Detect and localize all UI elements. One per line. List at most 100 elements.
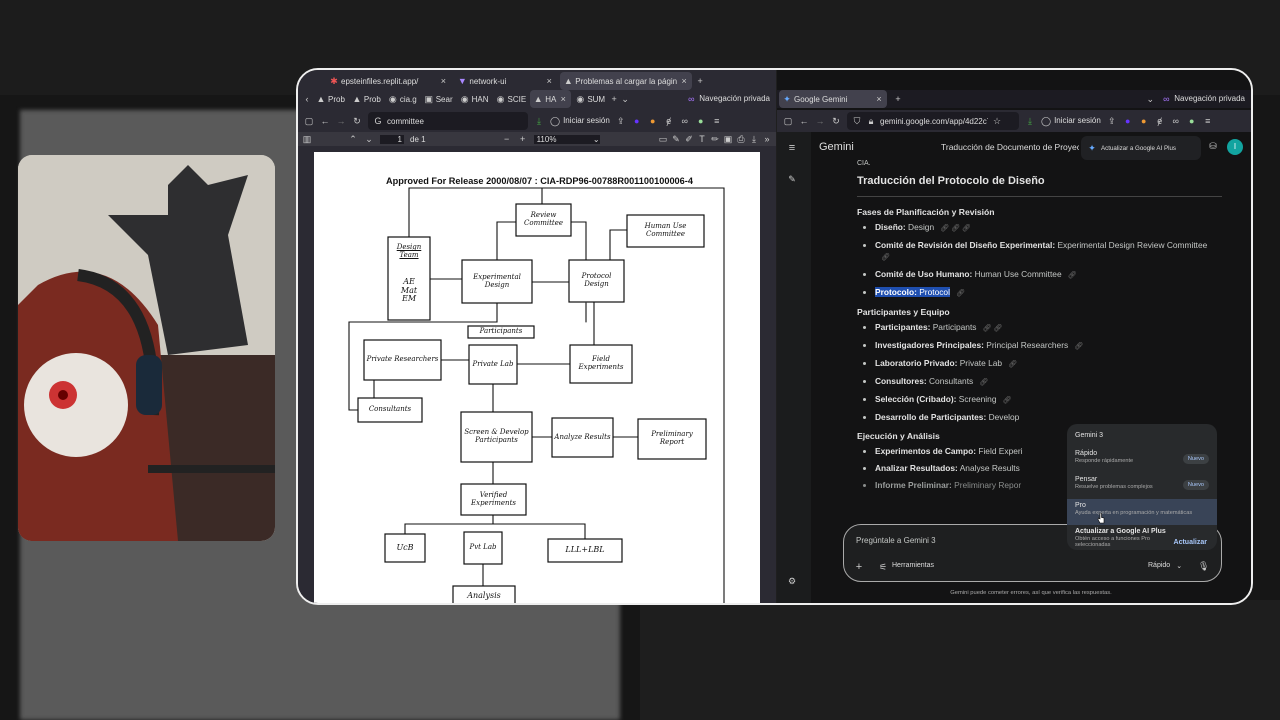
new-tab-icon[interactable]: +	[895, 94, 901, 104]
image-icon[interactable]: ▣	[723, 133, 733, 144]
extension-icon[interactable]: ●	[1125, 116, 1131, 126]
back-icon[interactable]: ←	[799, 116, 809, 126]
avatar[interactable]: I	[1227, 139, 1243, 155]
box-lll-lbl: LLL+LBL	[565, 545, 605, 555]
microphone-icon[interactable]: 🎙︎	[1198, 561, 1210, 571]
reload-icon[interactable]: ↻	[353, 115, 361, 126]
prompt-input[interactable]: Pregúntale a Gemini 3	[856, 536, 936, 545]
sidebar-toggle-icon[interactable]: ▥	[302, 133, 312, 144]
download-icon[interactable]: ⤓	[537, 115, 541, 126]
forward-icon[interactable]: →	[336, 116, 346, 126]
link-icon[interactable]: 🔗︎	[1074, 343, 1084, 350]
extension-icon[interactable]: ɇ	[1157, 116, 1163, 126]
extension-icon[interactable]: ∞	[681, 116, 688, 126]
draw-icon[interactable]: ✏	[711, 133, 719, 144]
extension-icon[interactable]: ●	[1141, 116, 1147, 126]
tab-sub[interactable]: ◉cia.g	[388, 93, 417, 104]
link-icon[interactable]: 🔗︎	[955, 290, 965, 297]
more-tools-icon[interactable]: »	[764, 133, 770, 144]
tab-network[interactable]: ▼network-ui×	[454, 72, 557, 90]
tab-sub[interactable]: ◉SUM	[576, 93, 606, 104]
menu-title: Gemini 3	[1075, 432, 1104, 439]
save-icon[interactable]: ⤓	[752, 133, 756, 144]
comment-icon[interactable]: ▭	[658, 133, 668, 144]
chevron-down-icon[interactable]: ⌄	[621, 93, 629, 104]
add-icon[interactable]: +	[855, 561, 863, 573]
extension-icon[interactable]: ●	[1189, 116, 1195, 126]
gemini-logo[interactable]: Gemini	[819, 141, 854, 153]
zoom-in-icon[interactable]: +	[519, 134, 526, 144]
sidebar-icon[interactable]: ▢	[783, 115, 793, 126]
mode-selector[interactable]: Rápido⌄	[1148, 562, 1183, 570]
page-number-input[interactable]: 1	[380, 134, 404, 144]
link-icon[interactable]: 🔗︎	[979, 379, 989, 386]
chevron-down-icon[interactable]: ⌄	[1146, 93, 1155, 104]
link-icon[interactable]: 🔗︎	[1002, 397, 1012, 404]
warning-icon: ▲	[563, 76, 573, 86]
upgrade-button[interactable]: ✦Actualizar a Google AI Plus	[1081, 136, 1201, 160]
new-chat-icon[interactable]: ✎	[788, 174, 796, 184]
extension-icon[interactable]: ●	[634, 116, 640, 126]
tools-button[interactable]: ⚟Herramientas	[878, 562, 935, 572]
tab-google-gemini[interactable]: ✦Google Gemini×	[779, 90, 887, 108]
close-icon[interactable]: ×	[681, 76, 687, 86]
list-item: Comité de Uso Humano: Human Use Committe…	[875, 269, 1222, 281]
extension-icon[interactable]: ∞	[1172, 116, 1179, 126]
share-icon[interactable]: ⇪	[616, 115, 625, 126]
share-icon[interactable]: ⇪	[1107, 115, 1116, 126]
new-tab-icon[interactable]: +	[611, 94, 617, 104]
download-icon[interactable]: ⤓	[1028, 115, 1032, 126]
incognito-icon[interactable]: ⛁	[1209, 141, 1217, 151]
upgrade-action[interactable]: Actualizar	[1173, 539, 1207, 546]
highlight-icon[interactable]: ✐	[685, 133, 693, 144]
link-icon[interactable]: 🔗︎	[1008, 361, 1017, 368]
close-icon[interactable]: ×	[546, 76, 552, 86]
edit-icon[interactable]: ✎	[672, 133, 680, 144]
link-icon[interactable]: 🔗︎ 🔗︎	[982, 325, 1003, 332]
new-tab-icon[interactable]: +	[697, 76, 703, 86]
print-icon[interactable]: ⎙	[737, 133, 745, 144]
forward-icon[interactable]: →	[815, 116, 825, 126]
box-verified-experiments: Verified Experiments	[471, 490, 516, 507]
extension-icon[interactable]: ●	[650, 116, 656, 126]
settings-icon[interactable]: ⚙	[787, 576, 797, 586]
extension-icon[interactable]: ●	[698, 116, 704, 126]
close-icon[interactable]: ×	[876, 94, 882, 104]
back-icon[interactable]: ←	[320, 116, 330, 126]
hamburger-icon[interactable]: ≡	[788, 142, 796, 154]
scroll-left-icon[interactable]: ‹	[305, 94, 309, 104]
link-icon[interactable]: 🔗︎	[1067, 272, 1077, 279]
next-page-icon[interactable]: ⌄	[365, 133, 373, 144]
signin-button[interactable]: ◯Iniciar sesión	[550, 115, 610, 126]
menu-icon[interactable]: ≡	[1205, 116, 1211, 126]
menu-icon[interactable]: ≡	[714, 116, 720, 126]
link-icon[interactable]: 🔗︎ 🔗︎ 🔗︎	[940, 225, 971, 232]
text-icon[interactable]: T	[699, 133, 705, 144]
close-icon[interactable]: ×	[440, 76, 447, 86]
address-bar[interactable]: ⛉🔒︎gemini.google.com/app/4d22c72d8e940☆	[847, 112, 1019, 130]
tab-sub[interactable]: ▣Sear	[424, 93, 453, 104]
tab-sub-active[interactable]: ▲HA×	[530, 90, 572, 108]
tab-sub[interactable]: ▲Prob	[316, 94, 345, 104]
sidebar-icon[interactable]: ▢	[304, 115, 314, 126]
bookmark-star-icon[interactable]: ☆	[992, 115, 1002, 126]
prev-page-icon[interactable]: ⌃	[349, 133, 357, 144]
zoom-out-icon[interactable]: −	[503, 134, 510, 144]
zoom-select[interactable]: 110%⌄	[533, 134, 600, 144]
list-item-selected: Protocolo: Protocol🔗︎	[875, 287, 1222, 299]
tab-problemas[interactable]: ▲Problemas al cargar la págin×	[560, 72, 693, 90]
tab-epstein[interactable]: ✱epsteinfiles.replit.app/×	[326, 72, 451, 90]
link-icon[interactable]: 🔗︎	[881, 254, 890, 261]
extension-icon[interactable]: ɇ	[666, 116, 672, 126]
signin-button[interactable]: ◯Iniciar sesión	[1041, 115, 1101, 126]
reload-icon[interactable]: ↻	[832, 115, 840, 126]
close-icon[interactable]: ×	[560, 94, 566, 104]
tab-sub[interactable]: ▲Prob	[352, 94, 381, 104]
tab-sub[interactable]: ◉SCIE	[496, 93, 527, 104]
tab-sub[interactable]: ◉HAN	[460, 93, 489, 104]
